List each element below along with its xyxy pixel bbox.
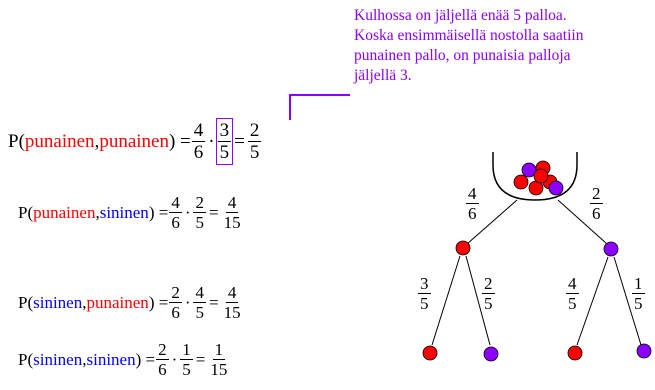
outcome-first: sininen	[33, 293, 82, 313]
outcome-second: sininen	[86, 350, 135, 370]
leaf-purple	[637, 344, 651, 358]
ball-red	[534, 169, 548, 183]
outcome-second: sininen	[100, 203, 149, 223]
outcome-second: punainen	[86, 293, 148, 313]
outcome-first: punainen	[33, 203, 95, 223]
node-red	[456, 241, 470, 255]
outcome-first: sininen	[33, 350, 82, 370]
ball-purple	[549, 181, 563, 195]
branch-l2-rl	[577, 257, 608, 345]
outcome-second: punainen	[99, 131, 169, 153]
leaf-red	[423, 346, 437, 360]
leaf-purple	[484, 347, 498, 361]
outcome-first: punainen	[25, 131, 95, 153]
note-connector	[290, 95, 350, 120]
branch-l2-ll	[432, 256, 460, 345]
node-purple	[604, 242, 618, 256]
leaf-red	[568, 346, 582, 360]
bowl-balls	[514, 161, 563, 195]
ball-red	[514, 175, 528, 189]
